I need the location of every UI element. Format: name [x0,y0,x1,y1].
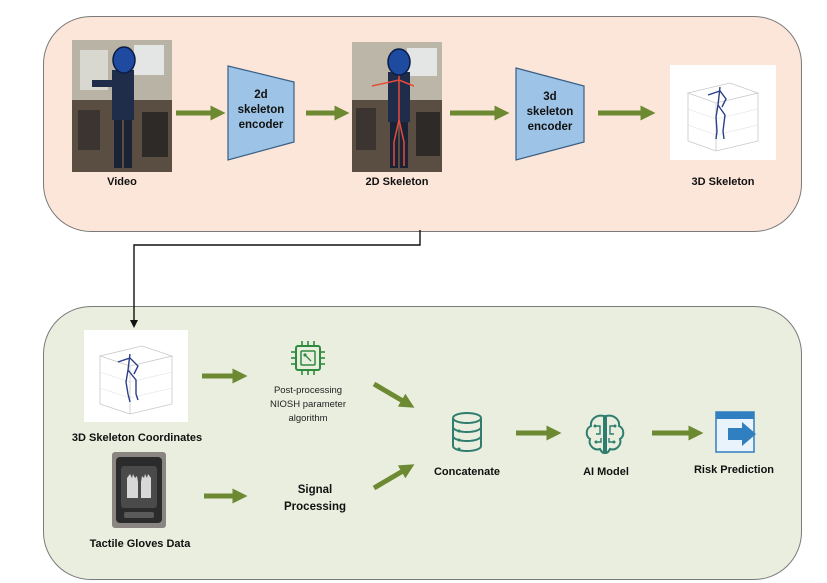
3d-encoder-label: 3d skeleton encoder [526,91,574,133]
connector-top-to-bottom [130,230,421,328]
video-frame-image [72,40,172,172]
skeleton-3d-label: 3D Skeleton [691,176,755,188]
ai-model-label: AI Model [583,466,629,478]
skeleton-coordinates-image [84,330,188,422]
arrow-postproc-to-concat [372,381,415,408]
processor-chip-icon [288,338,328,378]
arrow-signal-to-concat [372,464,415,491]
2d-encoder-trapezoid [227,65,295,161]
skeleton-2d-label: 2D Skeleton [365,176,429,188]
skeleton-coordinates-label: 3D Skeleton Coordinates [71,432,203,444]
2d-encoder-label: 2d skeleton encoder [237,89,285,131]
video-label: Video [107,176,137,188]
database-icon [444,410,490,456]
risk-prediction-label: Risk Prediction [693,464,775,476]
risk-prediction-icon [714,410,758,454]
concatenate-label: Concatenate [433,466,501,478]
3d-encoder-trapezoid [515,67,585,161]
ai-brain-icon [582,412,628,456]
postprocessing-label: Post-processing NIOSH parameter algorith… [269,385,347,424]
tactile-gloves-image [112,452,166,528]
signal-processing-label: Signal Processing [284,484,346,513]
tactile-gloves-label: Tactile Gloves Data [89,538,191,550]
skeleton-2d-frame-image [352,42,442,172]
skeleton-3d-image [670,65,776,160]
